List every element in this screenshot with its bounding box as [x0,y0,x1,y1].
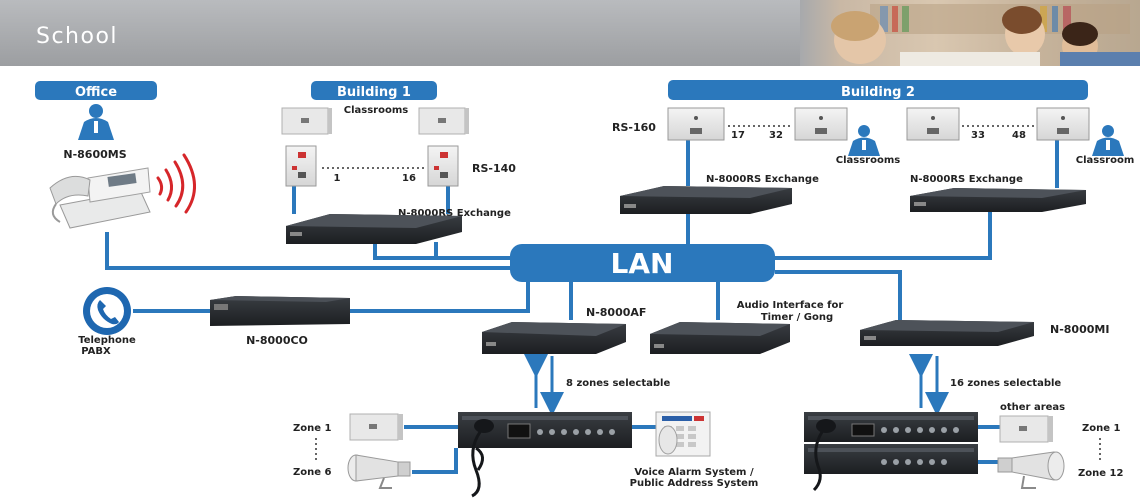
building1-header-box [311,81,437,100]
lan-label: LAN [611,247,674,280]
exchange-b2a-device [620,186,792,214]
exchange-b2a-label: N-8000RS Exchange [706,174,819,185]
exchange-b1-label: N-8000RS Exchange [398,208,511,219]
zones8-label: 8 zones selectable [566,378,670,389]
n8000mi-device [860,320,1034,346]
exchange-b2b-label: N-8000RS Exchange [910,174,1023,185]
n8000mi-label: N-8000MI [1050,323,1109,336]
building1-header-label: Building 1 [337,85,411,100]
arrows-n8000af [524,354,564,416]
exchange-b2b-device [910,188,1086,212]
rs140-panel-left [285,145,317,187]
building2-header-box [668,80,1088,100]
b2a-first-number: 17 [731,130,745,141]
zones16-label: 16 zones selectable [950,378,1061,389]
audio-interface-label-line1: Audio Interface for [737,300,844,311]
other-areas-label: other areas [1000,402,1065,413]
lan-box [510,244,775,282]
classrooms-b1-label: Classrooms [344,105,409,116]
wall-speaker-icon [281,107,332,135]
n8000co-label: N-8000CO [246,334,308,347]
rs160-panel-1 [667,107,725,141]
b2a-last-number: 32 [769,130,783,141]
zone1-right-label: Zone 1 [1082,423,1121,434]
person-icon [78,104,114,140]
rs160-panel-2 [794,107,848,141]
telephone-label-line2: PABX [81,346,111,357]
b2b-last-number: 48 [1012,130,1026,141]
classroom-b2-label: Classroom [1076,155,1135,166]
zone12-right-label: Zone 12 [1078,468,1123,479]
vas-label-line1: Voice Alarm System / [634,467,754,478]
connection-lines [105,140,1059,474]
voice-alarm-panel [655,411,711,457]
rs160-panel-3 [906,107,960,141]
audio-interface-label-line2: Timer / Gong [761,312,833,323]
n8600ms-label: N-8600MS [63,148,126,161]
classrooms-b2-label: Classrooms [836,155,901,166]
telephone-device [49,167,151,229]
header-photo [800,0,1140,66]
office-header-label: Office [75,85,117,100]
office-header-box [35,81,157,100]
wireless-signal-icon [156,153,196,214]
wall-speaker-icon [999,415,1053,443]
rs140-last-number: 16 [402,173,416,184]
zone6-left-label: Zone 6 [293,467,332,478]
vas-label-line2: Public Address System [630,478,759,489]
amplifier-rack-right [804,412,978,474]
microphone-icon [812,419,836,492]
rs160-label: RS-160 [612,121,656,134]
horn-speaker-icon [347,454,411,489]
exchange-b1-device [286,214,462,244]
wall-speaker-icon [418,107,469,135]
rs140-panel-right [427,145,459,187]
microphone-icon [471,419,494,498]
rs140-first-number: 1 [334,173,341,184]
person-icon [848,125,880,156]
horn-speaker-icon [997,451,1065,489]
arrows-n8000mi [909,354,949,416]
building2-header-label: Building 2 [841,85,915,100]
telephone-label-line1: Telephone [78,335,136,346]
zone1-left-label: Zone 1 [293,423,332,434]
n8000af-device [482,322,626,354]
telephone-icon [83,287,131,335]
n8000co-device [210,296,350,326]
person-icon [1092,125,1124,156]
b2b-first-number: 33 [971,130,985,141]
rs140-label: RS-140 [472,162,516,175]
header-title: School [36,24,118,49]
audio-interface-device [650,322,790,354]
wall-speaker-icon [349,413,403,441]
rs160-panel-4 [1036,107,1090,141]
n8000af-label: N-8000AF [586,306,646,319]
